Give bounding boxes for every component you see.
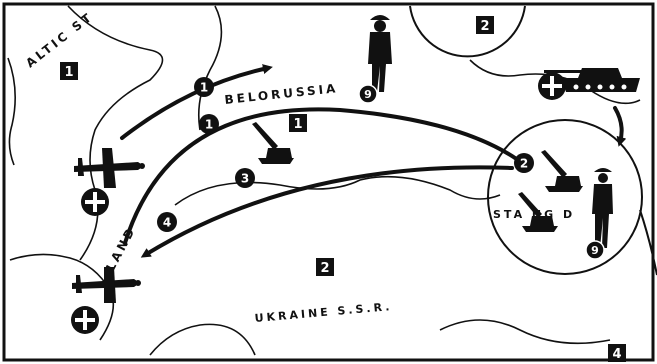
svg-text:3: 3 xyxy=(241,172,249,186)
svg-text:2: 2 xyxy=(320,261,329,276)
svg-text:1: 1 xyxy=(293,117,302,132)
border-belorussia xyxy=(197,5,223,131)
border-ukraine xyxy=(174,175,501,206)
route-marker: 2 xyxy=(514,153,534,173)
sector-box: 4 xyxy=(608,344,626,362)
soldier-icon xyxy=(368,15,392,92)
borders xyxy=(7,5,641,356)
svg-text:1: 1 xyxy=(200,81,208,95)
route-arrow-3 xyxy=(140,165,514,258)
svg-text:1: 1 xyxy=(205,118,213,132)
balkenkreuz-icon xyxy=(81,188,109,216)
sector-box: 1 xyxy=(289,114,307,132)
belorussia-label: BELORUSSIA xyxy=(224,81,339,107)
route-marker: 4 xyxy=(157,212,177,232)
artillery-icon xyxy=(541,150,583,192)
svg-text:9: 9 xyxy=(364,88,372,101)
route-markers: 1 1 2 3 4 xyxy=(157,77,534,232)
poland-label: LAND xyxy=(103,224,138,274)
sector-box: 2 xyxy=(476,16,494,34)
unit-badge: 9 xyxy=(585,240,605,260)
border-south xyxy=(439,319,611,345)
artillery-icon xyxy=(252,122,294,164)
svg-text:4: 4 xyxy=(612,347,621,362)
ukraine-label: UKRAINE S.S.R. xyxy=(254,300,393,325)
sector-box: 1 xyxy=(60,62,78,80)
route-arrow-1a xyxy=(120,64,273,140)
route-arrow-tank xyxy=(613,106,627,147)
svg-text:1: 1 xyxy=(64,65,73,80)
svg-text:2: 2 xyxy=(480,19,489,34)
route-marker: 3 xyxy=(235,168,255,188)
soldier-icon xyxy=(592,168,613,248)
border-southwest xyxy=(9,253,115,341)
artillery-icon xyxy=(518,192,558,232)
unit-badge: 9 xyxy=(358,84,378,104)
balkenkreuz-icon xyxy=(538,72,566,100)
svg-text:9: 9 xyxy=(591,244,599,257)
border-west xyxy=(67,5,164,261)
routes xyxy=(120,64,627,258)
baltic-label: ALTIC ST xyxy=(23,9,96,70)
route-marker: 1 xyxy=(194,77,214,97)
aircraft-icon xyxy=(74,148,145,188)
svg-text:4: 4 xyxy=(163,216,171,230)
tank-icon xyxy=(544,68,640,92)
east-arc xyxy=(639,209,657,276)
sector-boxes: 2 1 1 2 4 xyxy=(60,16,626,362)
route-arrow-1b xyxy=(123,107,520,245)
baltic-coast xyxy=(7,57,16,166)
stalingrad-circle xyxy=(487,119,643,275)
route-marker: 1 xyxy=(199,114,219,134)
balkenkreuz-icon xyxy=(71,306,99,334)
aircraft-icon xyxy=(72,267,141,303)
border-bottom xyxy=(149,323,256,356)
sector-circle-north xyxy=(409,5,526,58)
sector-box: 2 xyxy=(316,258,334,276)
svg-text:2: 2 xyxy=(520,157,528,171)
